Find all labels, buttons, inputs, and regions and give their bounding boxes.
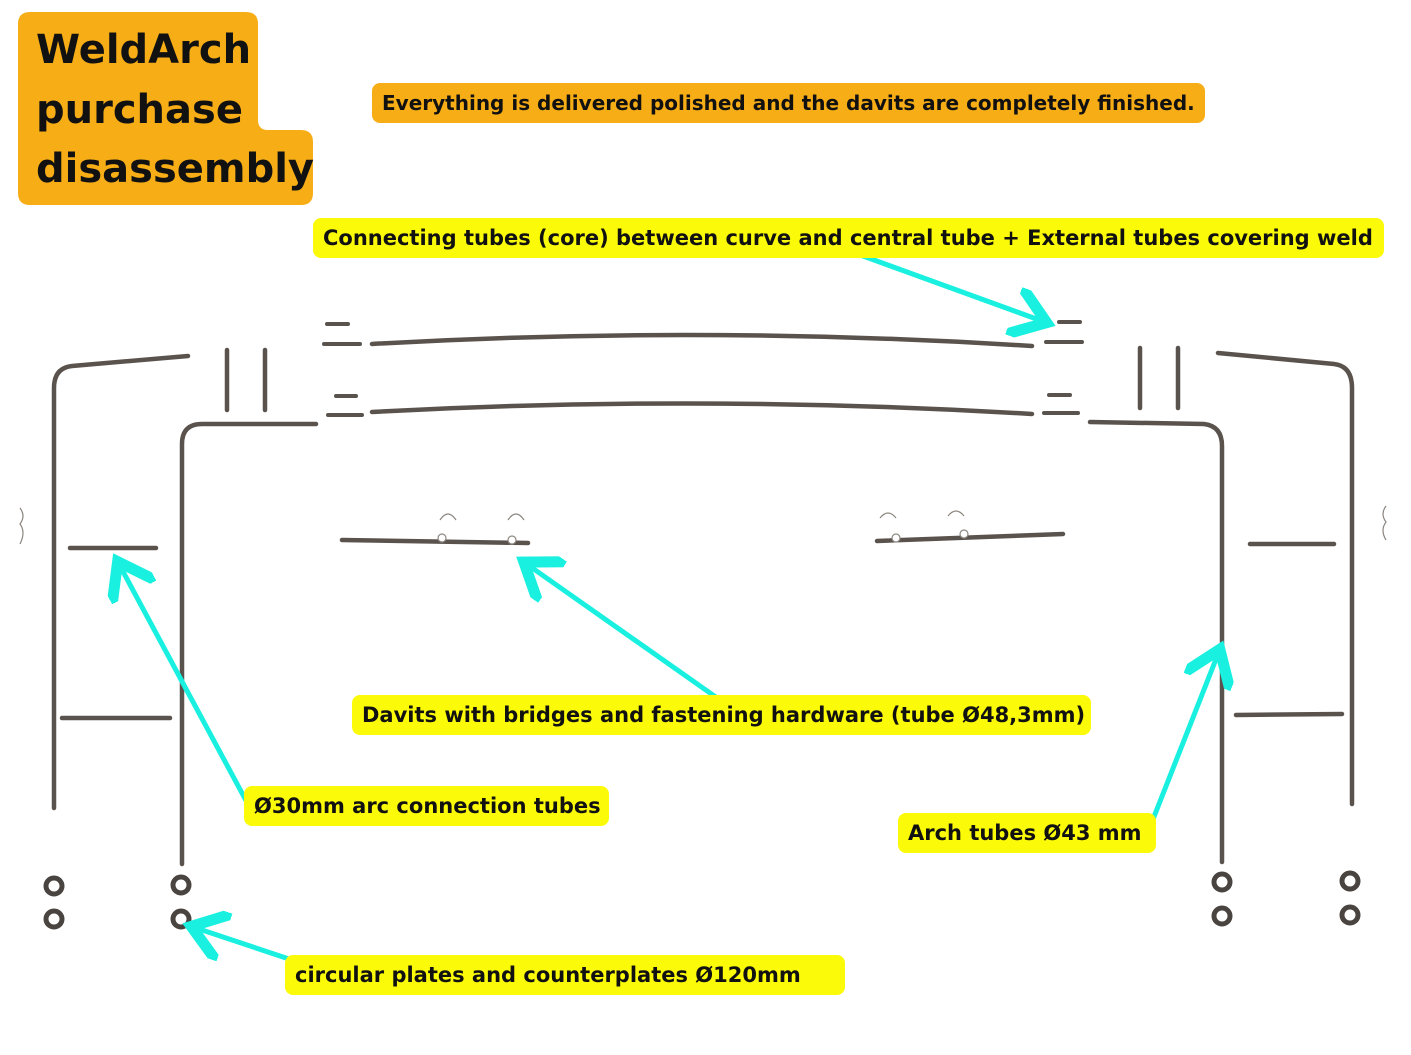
delivery-note: Everything is delivered polished and the… <box>372 83 1205 123</box>
arrow-plates <box>196 928 295 963</box>
arrow-arc-connection <box>120 566 253 811</box>
title-line-3: disassembly <box>36 146 314 192</box>
label-arc-connection: Ø30mm arc connection tubes <box>244 786 609 826</box>
arch-tube-right-inner <box>1087 419 1225 865</box>
arrow-davits <box>528 565 723 703</box>
central-tube-bottom <box>369 401 1035 417</box>
title-background <box>18 12 313 205</box>
davit-left <box>339 537 531 546</box>
title-line-1: WeldArch <box>36 27 252 73</box>
central-tube-top <box>369 332 1035 349</box>
circular-plates <box>43 870 1361 930</box>
arrow-arch-tubes <box>1145 654 1218 835</box>
davit-right <box>874 531 1066 544</box>
arrow-connecting-tubes <box>849 249 1042 321</box>
label-arch-tubes: Arch tubes Ø43 mm <box>898 813 1156 853</box>
label-plates: circular plates and counterplates Ø120mm <box>285 955 845 995</box>
arch-tube-right-outer <box>1215 350 1355 807</box>
arch-tube-left-inner <box>179 421 319 867</box>
label-connecting-tubes: Connecting tubes (core) between curve an… <box>313 218 1384 258</box>
label-davits: Davits with bridges and fastening hardwa… <box>352 695 1091 735</box>
arch-tube-left-outer <box>51 353 191 811</box>
arc-connection-tube <box>1233 711 1345 718</box>
title-line-2: purchase <box>36 87 243 133</box>
